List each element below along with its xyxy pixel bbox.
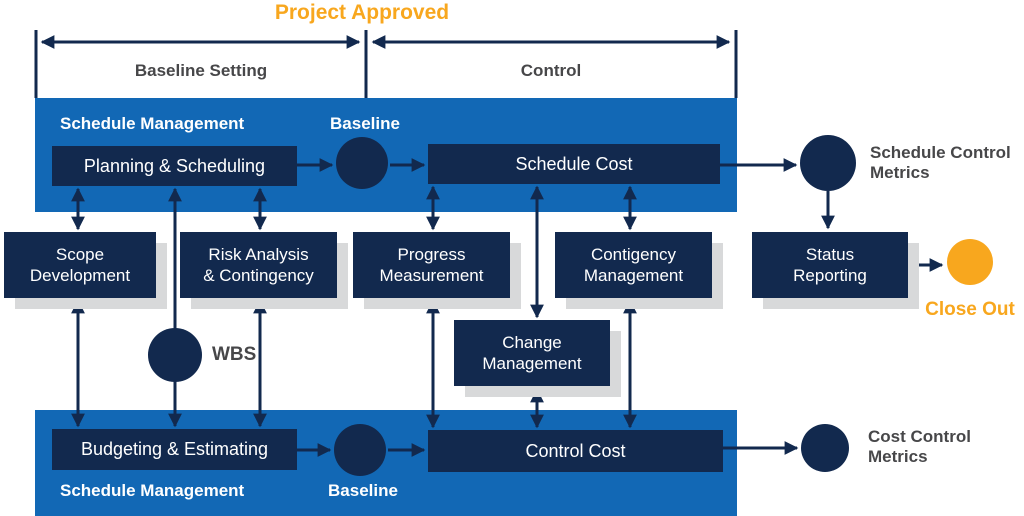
bottom-band-label: Schedule Management — [60, 481, 245, 500]
risk-analysis-contingency-box: Risk Analysis & Contingency — [180, 232, 337, 298]
cost-metrics-circle — [801, 424, 849, 472]
top-baseline-label: Baseline — [330, 114, 400, 133]
schedule-control-metrics-label: Schedule Control Metrics — [870, 143, 1011, 183]
phase-label-baseline-setting: Baseline Setting — [134, 61, 268, 80]
wbs-label: WBS — [212, 344, 257, 365]
schedule-cost-box: Schedule Cost — [428, 144, 720, 184]
top-baseline-circle — [336, 137, 388, 189]
wbs-circle — [148, 328, 202, 382]
bottom-baseline-circle — [334, 424, 386, 476]
contingency-management-box: Contigency Management — [555, 232, 712, 298]
change-management-box: Change Management — [454, 320, 610, 386]
scope-development-box: Scope Development — [4, 232, 156, 298]
diagram-title: Project Approved — [274, 1, 450, 24]
cost-control-metrics-label: Cost Control Metrics — [868, 427, 971, 467]
control-cost-box: Control Cost — [428, 430, 723, 472]
schedule-metrics-circle — [800, 135, 856, 191]
close-out-circle — [947, 239, 993, 285]
progress-measurement-box: Progress Measurement — [353, 232, 510, 298]
phase-label-control: Control — [520, 61, 582, 80]
close-out-label: Close Out — [925, 299, 1015, 320]
top-band-label: Schedule Management — [60, 114, 245, 133]
budgeting-estimating-box: Budgeting & Estimating — [52, 429, 297, 470]
planning-scheduling-box: Planning & Scheduling — [52, 146, 297, 186]
status-reporting-box: Status Reporting — [752, 232, 908, 298]
bottom-baseline-label: Baseline — [328, 481, 398, 500]
